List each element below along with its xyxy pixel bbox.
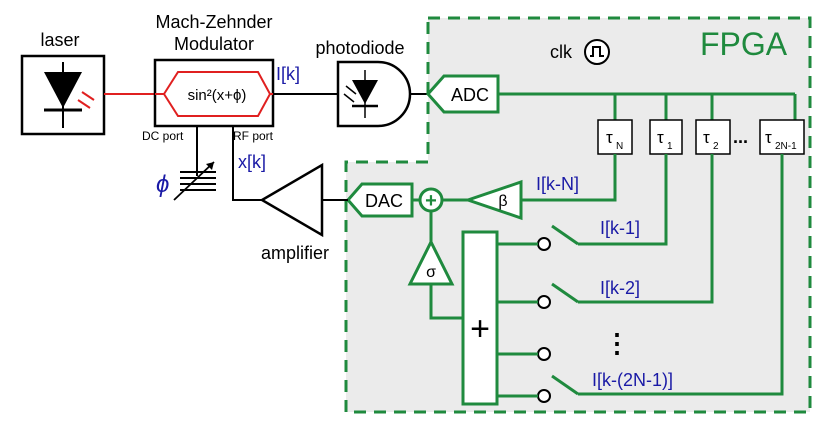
svg-text:τ: τ [703, 128, 710, 147]
signal-ik2: I[k-2] [600, 278, 640, 298]
amp-to-rf-wire [232, 126, 262, 201]
laser-block [20, 54, 106, 136]
phi-label: ϕ [156, 171, 169, 198]
tap-box-n: τ N [597, 119, 633, 155]
rf-port-label: RF port [233, 129, 274, 143]
svg-text:τ: τ [765, 128, 772, 147]
amplifier-label: amplifier [261, 243, 329, 263]
svg-text:2: 2 [713, 141, 719, 152]
adder-plus: + [470, 310, 490, 348]
tap-n-output [521, 154, 617, 202]
fpga-region [344, 16, 812, 414]
svg-text:2N-1: 2N-1 [775, 141, 797, 152]
laser-label: laser [40, 30, 79, 50]
tap-box-1: τ 1 [649, 119, 683, 155]
photodiode-block [336, 60, 412, 128]
tap-box-2: τ 2 [695, 119, 731, 155]
signal-xk: x[k] [238, 152, 266, 172]
signal-ikn: I[k-N] [536, 174, 579, 194]
tap-2n1-output [578, 154, 784, 396]
svg-text:N: N [616, 141, 623, 152]
dac-block [346, 182, 414, 218]
sigma-amp [407, 238, 455, 286]
signal-ik1: I[k-1] [600, 218, 640, 238]
mzm-label-line2: Modulator [174, 34, 254, 54]
switch-vdots: ⋮ [604, 328, 630, 358]
amplifier [259, 162, 324, 238]
svg-text:τ: τ [606, 128, 613, 147]
photodiode-label: photodiode [315, 38, 404, 58]
svg-text:τ: τ [657, 128, 664, 147]
svg-text:1: 1 [667, 141, 673, 152]
fpga-label: FPGA [700, 26, 788, 62]
adder-to-sigma-wire [429, 284, 463, 320]
signal-ik: I[k] [276, 64, 300, 84]
adder-block [461, 230, 499, 406]
laser-emission-icon [77, 91, 95, 109]
tap-ellipsis: ... [733, 127, 748, 147]
sigma-label: σ [426, 264, 436, 281]
switch-contact-mid [537, 347, 551, 361]
signal-ik2n1: I[k-(2N-1)] [592, 370, 673, 390]
dc-port-label: DC port [142, 129, 184, 143]
tap-1-output [578, 154, 668, 246]
tap-2-output [578, 154, 714, 304]
light-input-icon [343, 85, 357, 103]
dac-label: DAC [365, 191, 403, 211]
tap-box-2n1: τ 2N-1 [759, 119, 805, 155]
adc-label: ADC [451, 85, 489, 105]
beta-amp [463, 179, 523, 221]
clock-icon [584, 39, 610, 65]
beta-label: β [498, 193, 507, 210]
sum-sign: + [425, 190, 437, 212]
mzm-label-line1: Mach-Zehnder [155, 12, 272, 32]
variable-capacitor-icon [173, 161, 216, 201]
mzm-function: sin²(x+ϕ) [188, 87, 247, 104]
clk-label: clk [550, 42, 573, 62]
